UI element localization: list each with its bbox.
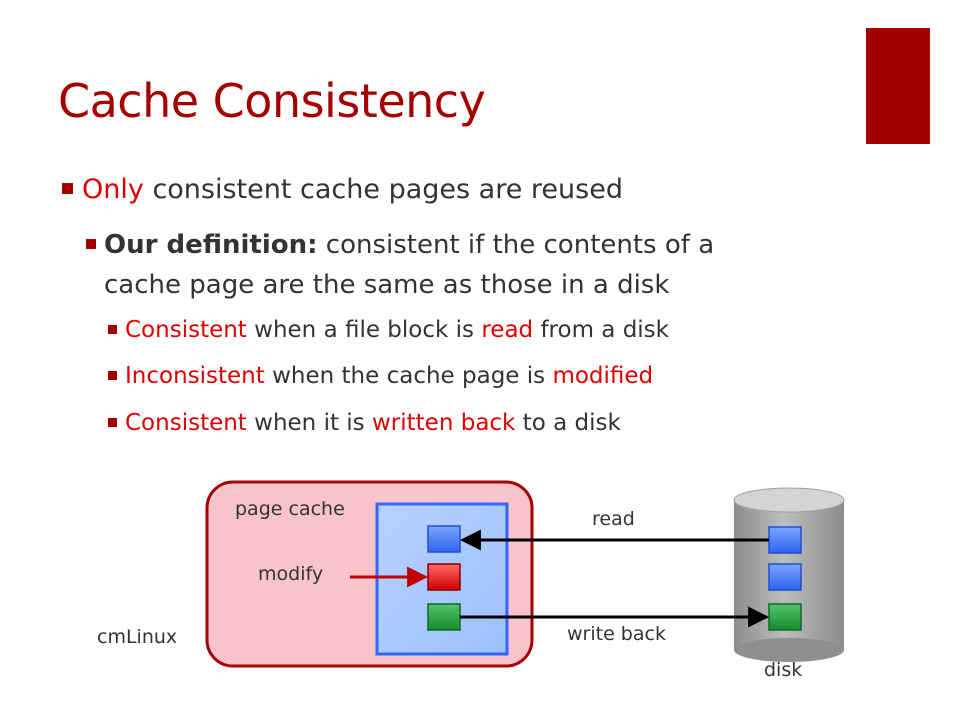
bullet-marker: [62, 183, 73, 194]
bullet-level3-read: Consistent when a file block is read fro…: [108, 315, 669, 345]
slide-title: Cache Consistency: [58, 74, 486, 128]
bullet-red-text: Inconsistent: [125, 363, 265, 389]
bullet-red-text: read: [481, 317, 534, 343]
bullet-text: consistent if the contents of a: [317, 230, 715, 260]
bullet-marker: [108, 417, 117, 427]
bullet-marker: [108, 370, 117, 380]
cache-block-clean: [427, 525, 461, 553]
bullet-level3-written-back: Consistent when it is written back to a …: [108, 408, 621, 438]
modify-label: modify: [258, 563, 323, 585]
bullet-red-text: Consistent: [125, 410, 247, 436]
cmlinux-label: cmLinux: [97, 626, 177, 648]
bullet-text: from a disk: [533, 317, 669, 343]
cache-block-dirty: [427, 563, 461, 591]
bullet-text: when a file block is: [246, 317, 482, 343]
page-cache-label: page cache: [235, 498, 345, 520]
definition-label: Our definition:: [104, 230, 318, 260]
bullet-marker: [108, 324, 117, 334]
bullet-marker: [86, 238, 96, 249]
disk-label: disk: [764, 659, 802, 681]
bullet-level3-modified: Inconsistent when the cache page is modi…: [108, 361, 653, 391]
bullet-red-text: modified: [552, 363, 654, 389]
bullet-text: to a disk: [515, 410, 621, 436]
bullet-text: when the cache page is: [264, 363, 553, 389]
bullet-level2: Our definition: consistent if the conten…: [86, 225, 714, 305]
bullet-red-text: Consistent: [125, 317, 247, 343]
write-back-label: write back: [567, 623, 666, 645]
title-accent-bar: [866, 28, 930, 144]
read-label: read: [592, 508, 635, 530]
bullet-text: consistent cache pages are reused: [143, 174, 623, 205]
bullet-level1: Only consistent cache pages are reused: [62, 172, 623, 208]
disk-block: [768, 526, 802, 554]
bullet-text: when it is: [246, 410, 372, 436]
bullet-red-text: Only: [82, 174, 144, 205]
cache-block-written: [427, 603, 461, 631]
disk-block: [768, 563, 802, 591]
bullet-red-text: written back: [371, 410, 516, 436]
disk-block-written: [768, 603, 802, 631]
bullet-continuation: cache page are the same as those in a di…: [104, 270, 670, 300]
